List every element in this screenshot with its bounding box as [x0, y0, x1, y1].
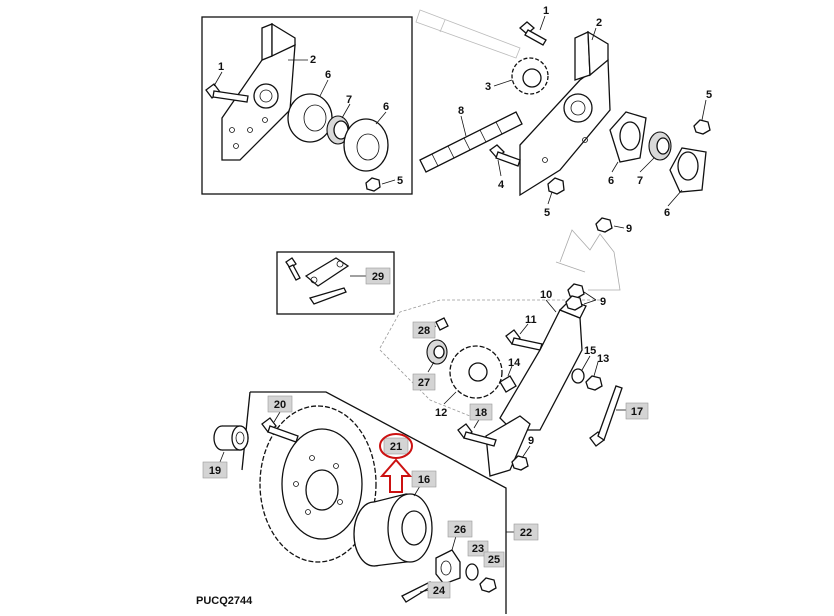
gear-assembly: 20 19 21 16: [202, 391, 539, 614]
svg-text:23: 23: [472, 543, 484, 555]
label-2: 2: [310, 54, 316, 66]
label-7: 7: [346, 94, 352, 106]
svg-text:17: 17: [631, 406, 643, 418]
label-7: 7: [637, 175, 643, 187]
callout-29: 29: [365, 267, 391, 285]
belt-guide-section: 9: [555, 217, 632, 291]
label-1: 1: [543, 5, 549, 17]
svg-text:29: 29: [372, 271, 384, 283]
label-5: 5: [544, 207, 550, 219]
hex-bolt-icon: [457, 423, 497, 447]
bearing-icon: [213, 425, 249, 451]
label-5: 5: [706, 89, 712, 101]
nut-icon: [585, 375, 603, 391]
hex-bolt-icon: [489, 144, 521, 167]
hex-bolt-icon: [519, 21, 547, 46]
label-12: 12: [435, 407, 447, 419]
callout-19: 19: [202, 461, 228, 479]
callout-18: 18: [469, 403, 493, 421]
sprocket-icon: [449, 345, 503, 399]
callout-24: 24: [427, 581, 451, 599]
callout-20: 20: [267, 395, 293, 413]
bearing-icon: [426, 339, 448, 365]
bearing-icon: [435, 549, 461, 585]
sprocket-icon: [511, 57, 549, 95]
label-3: 3: [485, 81, 491, 93]
nut-icon: [595, 217, 613, 233]
svg-text:28: 28: [418, 325, 430, 337]
callout-16: 16: [411, 470, 437, 488]
callout-21-highlighted: 21: [379, 433, 413, 459]
callout-23: 23: [467, 540, 489, 557]
nut-icon: [565, 295, 583, 311]
inset-chain-link: 29: [276, 251, 395, 315]
callout-22: 22: [513, 523, 539, 541]
figure-code: PUCQ2744: [196, 595, 253, 607]
label-15: 15: [584, 345, 596, 357]
label-4: 4: [498, 179, 505, 191]
callout-17: 17: [625, 402, 649, 420]
svg-text:25: 25: [488, 554, 500, 566]
svg-text:27: 27: [418, 377, 430, 389]
arrow-up-icon: [379, 458, 413, 493]
label-5: 5: [397, 175, 403, 187]
label-13: 13: [597, 353, 609, 365]
label-6: 6: [608, 175, 614, 187]
label-6: 6: [325, 69, 331, 81]
label-10: 10: [540, 289, 552, 301]
label-8: 8: [458, 105, 464, 117]
callout-26: 26: [447, 520, 473, 538]
label-11: 11: [525, 314, 537, 326]
label-6: 6: [383, 101, 389, 113]
nut-icon: [547, 177, 565, 195]
callout-25: 25: [483, 551, 505, 568]
label-1: 1: [218, 61, 224, 73]
svg-text:21: 21: [390, 441, 402, 453]
callout-27: 27: [412, 373, 436, 391]
chain-icon: [419, 111, 523, 173]
drive-shaft-assembly: 1 2 3 8 4 5 6 7 6 5: [415, 5, 712, 219]
sprocket-icon: [259, 405, 377, 563]
label-9: 9: [528, 435, 534, 447]
nut-icon: [511, 455, 529, 471]
label-2: 2: [596, 17, 602, 29]
nut-icon: [479, 577, 497, 593]
nut-icon: [567, 283, 585, 299]
hex-bolt-icon: [261, 417, 299, 443]
nut-icon: [693, 119, 711, 135]
svg-text:19: 19: [209, 465, 221, 477]
hex-bolt-icon: [589, 385, 623, 447]
nut-icon: [365, 177, 381, 192]
inset-bracket-assembly: 1 2 6 7 6 5: [201, 16, 413, 195]
hub-16: [353, 493, 433, 567]
label-9: 9: [626, 223, 632, 235]
svg-text:16: 16: [418, 474, 430, 486]
callout-28: 28: [412, 321, 436, 339]
svg-text:24: 24: [433, 585, 446, 597]
hex-bolt-icon: [205, 83, 249, 103]
label-9: 9: [600, 296, 606, 308]
idler-assembly: 28 27 12 11 14 10: [379, 283, 649, 477]
svg-text:20: 20: [274, 399, 286, 411]
svg-text:22: 22: [520, 527, 532, 539]
svg-text:18: 18: [475, 407, 487, 419]
label-14: 14: [508, 357, 521, 369]
bearing-icon: [648, 131, 672, 161]
svg-text:26: 26: [454, 524, 466, 536]
label-6: 6: [664, 207, 670, 219]
